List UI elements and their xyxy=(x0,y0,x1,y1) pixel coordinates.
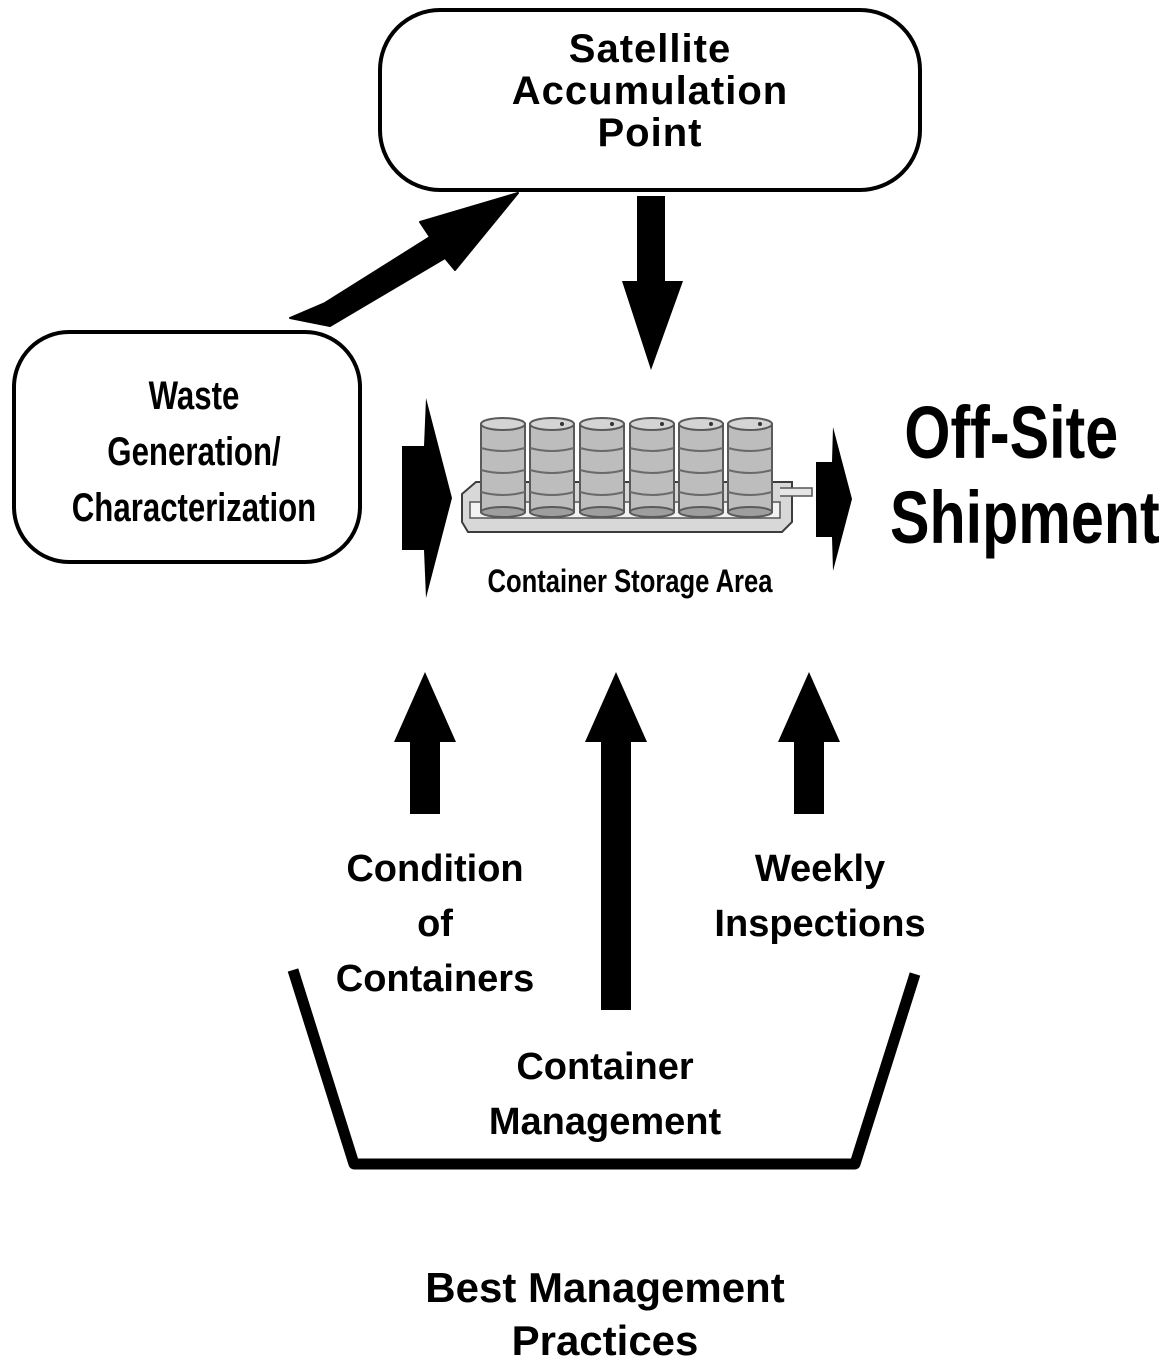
caption-line-1: Best Management xyxy=(330,1262,880,1315)
arrow-satellite-to-storage xyxy=(622,196,683,370)
condition-line-3: Containers xyxy=(300,952,570,1007)
offsite-line-1: Off-Site xyxy=(890,390,1130,475)
management-line-2: Management xyxy=(440,1095,770,1150)
container-management-label: Container Management xyxy=(440,1040,770,1150)
satellite-line-2: Accumulation xyxy=(380,70,920,112)
condition-of-containers-label: Condition of Containers xyxy=(300,842,570,1007)
weekly-line-1: Weekly xyxy=(680,842,960,897)
waste-line-3: Characterization xyxy=(54,480,335,536)
caption-line-2: Practices xyxy=(330,1315,880,1367)
best-management-practices-caption: Best Management Practices xyxy=(330,1262,880,1367)
arrow-weekly-up xyxy=(778,672,840,814)
offsite-shipment-label: Off-Site Shipment xyxy=(890,390,1130,560)
waste-generation-label: Waste Generation/ Characterization xyxy=(54,368,335,536)
arrow-management-up xyxy=(585,672,647,1010)
satellite-line-3: Point xyxy=(380,112,920,154)
arrow-waste-to-satellite xyxy=(290,193,518,326)
weekly-inspections-label: Weekly Inspections xyxy=(680,842,960,952)
weekly-line-2: Inspections xyxy=(680,897,960,952)
condition-line-1: Condition xyxy=(300,842,570,897)
satellite-accumulation-label: Satellite Accumulation Point xyxy=(380,28,920,154)
satellite-line-1: Satellite xyxy=(380,28,920,70)
condition-line-2: of xyxy=(300,897,570,952)
waste-line-2: Generation/ xyxy=(54,424,335,480)
container-storage-label: Container Storage Area xyxy=(478,565,782,599)
arrow-storage-to-offsite xyxy=(816,427,852,571)
arrow-waste-to-storage xyxy=(402,398,452,598)
management-line-1: Container xyxy=(440,1040,770,1095)
waste-line-1: Waste xyxy=(54,368,335,424)
offsite-line-2: Shipment xyxy=(890,475,1130,560)
arrow-condition-up xyxy=(394,672,456,814)
